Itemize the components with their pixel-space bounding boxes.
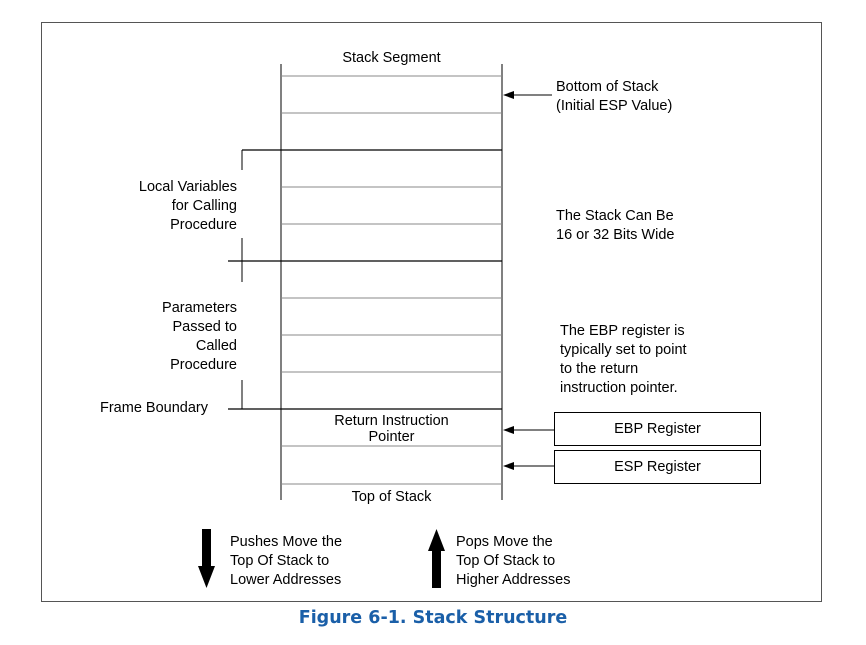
arrowhead bbox=[503, 91, 514, 99]
local-variables-label: Local Variables for Calling Procedure bbox=[138, 179, 237, 233]
arrowhead bbox=[503, 426, 514, 434]
return-instruction-pointer-label: Return Instruction Pointer bbox=[334, 413, 449, 445]
arrowhead bbox=[503, 462, 514, 470]
esp-register-box: ESP Register bbox=[554, 450, 761, 484]
parameters-label: Parameters Passed to Called Procedure bbox=[162, 300, 237, 373]
frame-boundary-label: Frame Boundary bbox=[100, 400, 208, 416]
ebp-note: The EBP register is typically set to poi… bbox=[560, 323, 687, 396]
bottom-of-stack-label: Bottom of Stack (Initial ESP Value) bbox=[556, 79, 673, 114]
top-of-stack-label: Top of Stack bbox=[351, 489, 432, 505]
pops-note: Pops Move the Top Of Stack to Higher Add… bbox=[456, 534, 571, 588]
figure-frame bbox=[41, 22, 822, 602]
down-arrow-icon bbox=[198, 529, 215, 588]
stack-width-note: The Stack Can Be 16 or 32 Bits Wide bbox=[556, 208, 675, 243]
up-arrow-icon bbox=[428, 529, 445, 588]
pushes-note: Pushes Move the Top Of Stack to Lower Ad… bbox=[230, 534, 343, 588]
stack-segment-label: Stack Segment bbox=[342, 50, 441, 66]
figure-caption: Figure 6-1. Stack Structure bbox=[298, 608, 568, 628]
ebp-register-box: EBP Register bbox=[554, 412, 761, 446]
